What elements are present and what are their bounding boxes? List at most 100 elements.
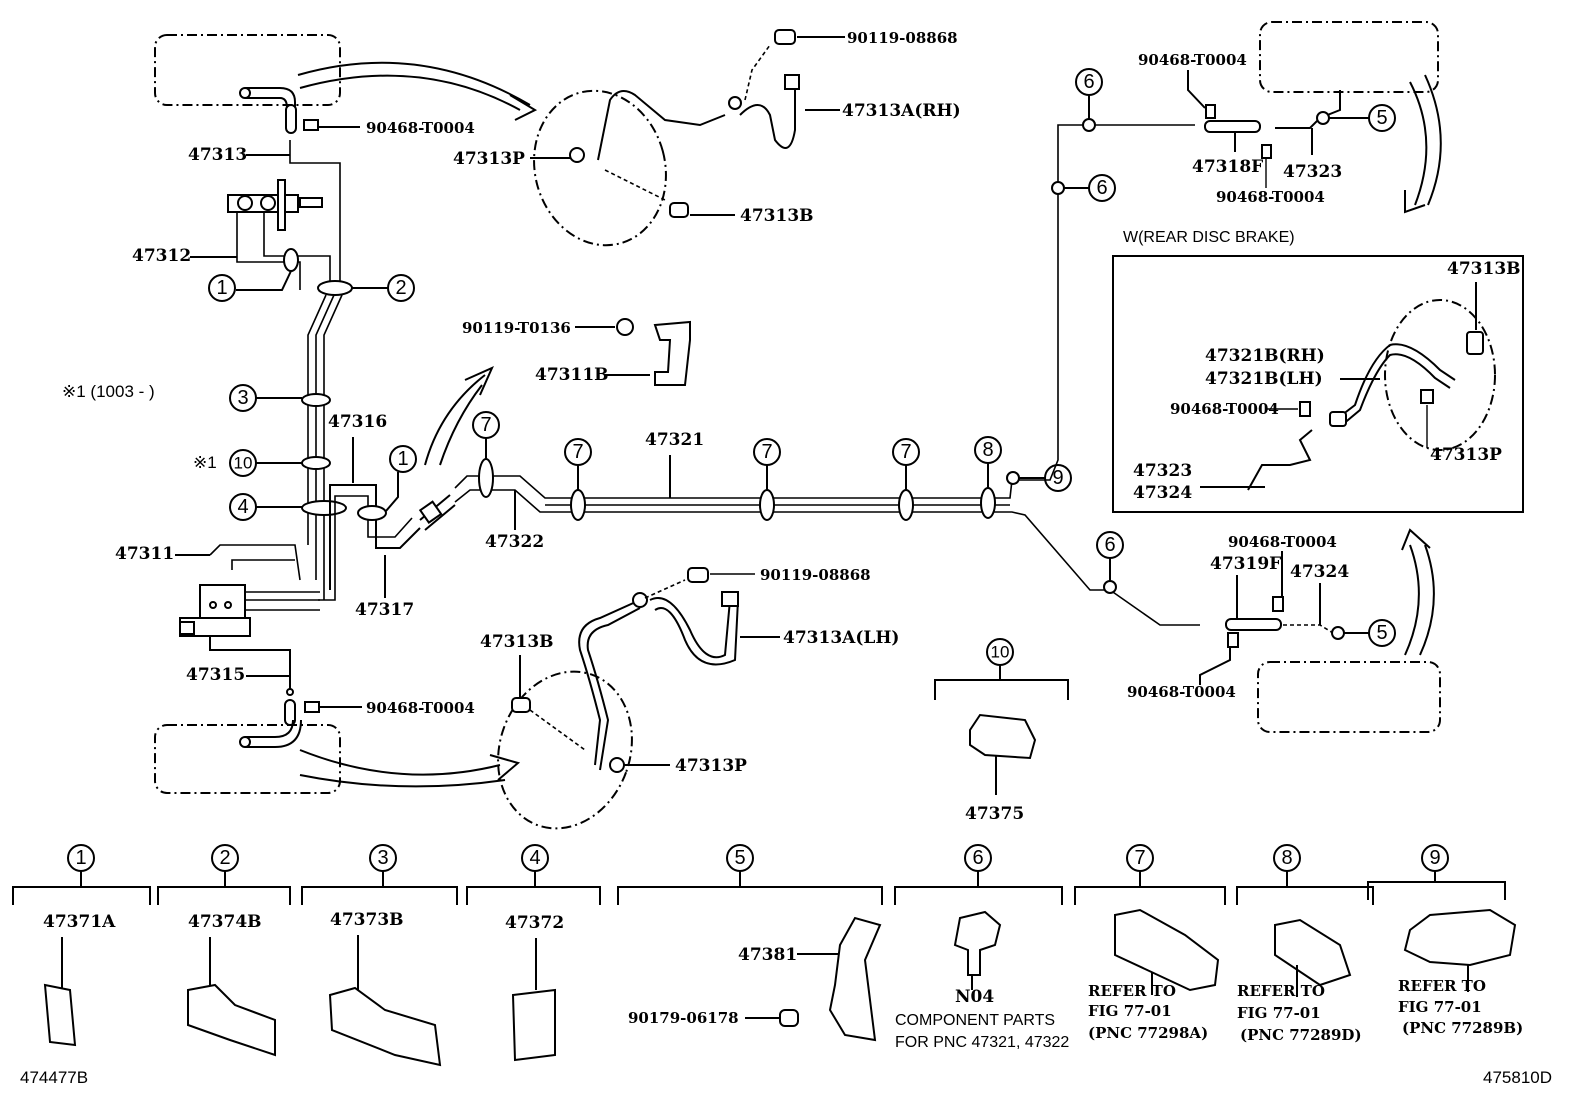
callout-number[interactable]: 5 [734, 847, 745, 869]
part-label[interactable]: 90468-T0004 [1170, 400, 1279, 418]
part-label[interactable]: 47313P [675, 756, 747, 776]
callout-number[interactable]: 10 [991, 643, 1010, 662]
callout-number[interactable]: 3 [377, 847, 388, 869]
part-label[interactable]: 90119-T0136 [462, 319, 571, 337]
callout-number[interactable]: 7 [480, 414, 491, 436]
part-label[interactable]: 47324 [1133, 483, 1192, 503]
callout-number[interactable]: 2 [219, 847, 230, 869]
part-label[interactable]: N04 [955, 987, 994, 1007]
callout-number[interactable]: 3 [237, 387, 248, 409]
bolt-icon [616, 318, 634, 336]
bolt-icon [669, 202, 689, 218]
ref-text: FIG 77-01 [1237, 1004, 1321, 1022]
tube-47324 [1283, 624, 1334, 634]
tube-bundle [307, 294, 343, 600]
part-label[interactable]: 90468-T0004 [1216, 188, 1325, 206]
callout-number[interactable]: 7 [1134, 847, 1145, 869]
part-label[interactable]: 47313P [453, 149, 525, 169]
part-label[interactable]: 90119-08868 [760, 566, 871, 584]
clip-47381-icon [828, 916, 882, 1042]
callout-number[interactable]: 5 [1376, 622, 1387, 644]
callout-circle [472, 411, 500, 439]
part-label[interactable]: 47311B [535, 365, 609, 385]
callout-circle [753, 438, 781, 466]
callout-number[interactable]: 4 [237, 496, 248, 518]
part-label[interactable]: 47374B [188, 912, 262, 932]
part-label[interactable]: 90179-06178 [628, 1009, 739, 1027]
callout-number[interactable]: 7 [761, 441, 772, 463]
part-label[interactable]: 47313A(LH) [783, 628, 899, 648]
part-label[interactable]: 90468-T0004 [1127, 683, 1236, 701]
bracket-line [1074, 871, 1226, 905]
callout-number[interactable]: 6 [1104, 534, 1115, 556]
callout-number[interactable]: 9 [1429, 847, 1440, 869]
part-label[interactable]: 47322 [485, 532, 544, 552]
wheel-area-front-rh [154, 34, 341, 106]
ref-text: FIG 77-01 [1398, 998, 1482, 1016]
clip-icon [1205, 104, 1216, 119]
callout-number[interactable]: 4 [529, 847, 540, 869]
callout-number[interactable]: 6 [1096, 177, 1107, 199]
part-label[interactable]: 47324 [1290, 562, 1349, 582]
callout-number[interactable]: 1 [216, 277, 227, 299]
part-label[interactable]: 90119-08868 [847, 29, 958, 47]
part-label[interactable]: 47315 [186, 665, 245, 685]
part-label[interactable]: 47313A(RH) [842, 101, 961, 121]
part-label[interactable]: 47313B [480, 632, 554, 652]
rear-disc-inset [1112, 255, 1524, 513]
part-label[interactable]: 47372 [505, 913, 564, 933]
port [224, 601, 232, 609]
part-label[interactable]: 47317 [355, 600, 414, 620]
part-label[interactable]: 47319F [1210, 554, 1281, 574]
hose-47318F [1204, 120, 1261, 133]
callout-number[interactable]: 5 [1376, 107, 1387, 129]
callout-number[interactable]: 8 [982, 439, 993, 461]
part-label[interactable]: 90468-T0004 [1138, 51, 1247, 69]
callout-number[interactable]: 7 [900, 441, 911, 463]
part-label[interactable]: 47323 [1133, 461, 1192, 481]
callout-number[interactable]: 2 [395, 277, 406, 299]
part-label[interactable]: 47323 [1283, 162, 1342, 182]
hose-fitting [721, 591, 739, 607]
callout-number[interactable]: 9 [1052, 467, 1063, 489]
part-label[interactable]: 47381 [738, 945, 797, 965]
part-label[interactable]: 47313P [1430, 445, 1502, 465]
part-label[interactable]: 47321B(LH) [1205, 369, 1323, 389]
ref-text: REFER TO [1237, 982, 1325, 1000]
wheel-area-front-lh [154, 724, 341, 794]
tube-47322 [454, 489, 1200, 626]
part-label[interactable]: 47316 [328, 412, 387, 432]
part-label[interactable]: 47373B [330, 910, 404, 930]
callout-number[interactable]: 8 [1281, 847, 1292, 869]
hose-fitting [1329, 411, 1347, 427]
clamp-47371A-icon [43, 983, 77, 1047]
part-label[interactable]: 47312 [132, 246, 191, 266]
part-label[interactable]: 47375 [965, 804, 1024, 824]
callout-number[interactable]: 10 [234, 454, 253, 473]
part-label[interactable]: 90468-T0004 [1228, 533, 1337, 551]
bracket-line [894, 871, 1063, 905]
fitting [286, 688, 294, 696]
part-label[interactable]: 47321B(RH) [1205, 346, 1325, 366]
callout-number[interactable]: 6 [972, 847, 983, 869]
clip-icon [303, 119, 319, 131]
part-label[interactable]: 47321 [645, 430, 704, 450]
part-label[interactable]: 90468-T0004 [366, 699, 475, 717]
part-label[interactable]: 47313B [740, 206, 814, 226]
clamp-7 [570, 489, 586, 521]
part-label[interactable]: 47311 [115, 544, 174, 564]
arrow-head-icon [489, 754, 521, 781]
part-label[interactable]: 90468-T0004 [366, 119, 475, 137]
clamp-10 [301, 456, 331, 470]
part-label[interactable]: 47313 [188, 145, 247, 165]
clamp-7 [478, 458, 494, 498]
hose-fitting [239, 87, 251, 99]
part-label[interactable]: 47318F [1192, 157, 1263, 177]
tube-47317 [318, 495, 413, 601]
callout-number[interactable]: 6 [1083, 71, 1094, 93]
callout-number[interactable]: 1 [75, 847, 86, 869]
part-label[interactable]: 47313B [1447, 259, 1521, 279]
callout-number[interactable]: 1 [397, 448, 408, 470]
part-label[interactable]: 47371A [43, 912, 116, 932]
callout-number[interactable]: 7 [572, 441, 583, 463]
